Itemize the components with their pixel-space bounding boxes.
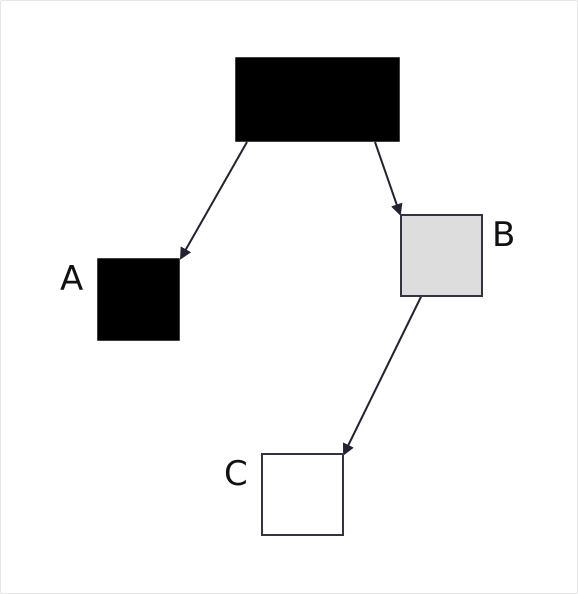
edge-root-to-b <box>374 141 403 216</box>
node-c-label: C <box>224 454 248 494</box>
node-a <box>97 258 180 341</box>
edge-root-to-a <box>180 141 248 260</box>
node-b <box>400 214 483 297</box>
node-a-label: A <box>60 259 83 299</box>
node-root <box>235 57 400 142</box>
node-c <box>261 453 344 536</box>
node-b-label: B <box>492 215 515 255</box>
